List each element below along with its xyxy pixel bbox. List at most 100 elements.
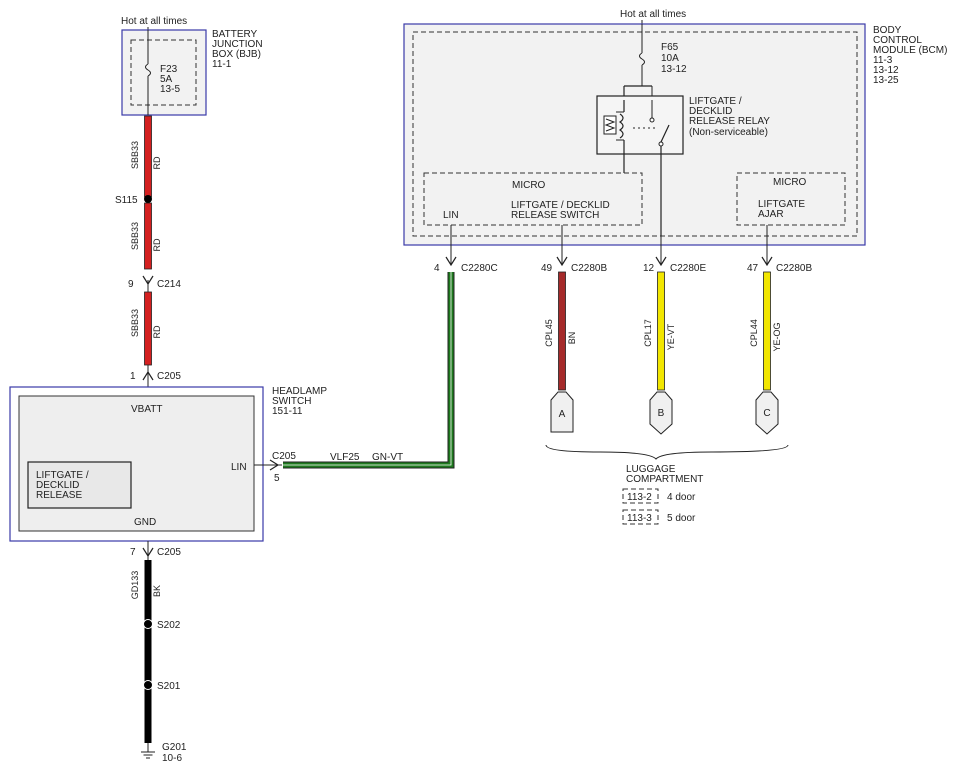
wire-cpl17-color: YE-VT — [666, 323, 676, 350]
splice-s115-label: S115 — [115, 195, 138, 206]
bcm-hot-label: Hot at all times — [620, 9, 686, 20]
connector-c2280c-label: C2280C — [461, 263, 498, 274]
wire-cpl45-circuit: CPL45 — [544, 319, 554, 347]
terminal-b: B — [649, 391, 673, 435]
connector-c2280b-47-label: C2280B — [776, 263, 812, 274]
headlamp-liftgate-release-label: LIFTGATE / DECKLID RELEASE — [36, 470, 89, 501]
connector-c2280e-label: C2280E — [670, 263, 706, 274]
headlamp-switch-title: HEADLAMP SWITCH 151-11 — [272, 386, 327, 417]
svg-text:CONTROL: CONTROL — [873, 35, 922, 46]
luggage-ref-4door-box — [622, 488, 659, 504]
ground-wire-circuit: GD133 — [130, 571, 140, 600]
lin-wire-circuit: VLF25 — [330, 452, 360, 463]
svg-text:13-25: 13-25 — [873, 75, 899, 86]
luggage-title: LUGGAGE COMPARTMENT — [626, 464, 703, 485]
bjb-hot-label: Hot at all times — [121, 16, 187, 27]
svg-text:JUNCTION: JUNCTION — [212, 39, 263, 50]
connector-c205-bottom-label: C205 — [157, 547, 181, 558]
terminal-a: A — [550, 391, 574, 433]
svg-text:LIFTGATE /: LIFTGATE / — [36, 470, 89, 481]
headlamp-gnd-label: GND — [134, 517, 156, 528]
connector-c205-right-pin: 5 — [274, 473, 280, 484]
relay-coil-icon — [603, 113, 624, 139]
luggage-brace — [545, 444, 789, 460]
bcm-lin-label: LIN — [443, 210, 459, 221]
svg-text:C: C — [763, 408, 770, 419]
bcm-release-switch-label: LIFTGATE / DECKLID RELEASE SWITCH — [511, 200, 610, 221]
fuse-f23-icon — [145, 63, 151, 77]
connector-c2280b-49-label: C2280B — [571, 263, 607, 274]
connector-c205-top-label: C205 — [157, 371, 181, 382]
connector-c205-right-label: C205 — [272, 451, 296, 462]
red-wire-sbb33 — [144, 115, 152, 366]
connector-c2280b-47-icon — [761, 256, 773, 267]
connector-c2280b-49-pin: 49 — [541, 263, 553, 274]
connector-c214-label: C214 — [157, 279, 181, 290]
ground-icon — [141, 743, 155, 759]
black-wire-gd133 — [144, 560, 152, 743]
fuse-f65-icon — [639, 52, 645, 66]
connector-c2280b-49-icon — [556, 256, 568, 267]
splice-s115 — [144, 195, 152, 203]
wire-seg1-color: RD — [152, 156, 162, 169]
bjb-title: BATTERY JUNCTION BOX (BJB) 11-1 — [212, 29, 263, 70]
ground-g201-label: G201 — [162, 742, 187, 753]
svg-text:LIFTGATE / DECKLID: LIFTGATE / DECKLID — [511, 200, 610, 211]
connector-c205-bottom-pin: 7 — [130, 547, 136, 558]
bjb-inner-dashed — [130, 39, 197, 106]
ground-wire-color: BK — [152, 585, 162, 597]
relay-switch-icon — [633, 100, 670, 236]
connector-c2280c: 4 C2280C — [434, 256, 498, 274]
connector-c2280b-47: 47 C2280B — [747, 256, 812, 274]
luggage-ref-4door[interactable]: 113-2 — [627, 492, 652, 503]
svg-text:SWITCH: SWITCH — [272, 396, 311, 407]
svg-text:(Non-serviceable): (Non-serviceable) — [689, 127, 768, 138]
wire-seg2-circuit: SBB33 — [130, 222, 140, 250]
splice-s201 — [143, 680, 153, 690]
headlamp-vbatt-label: VBATT — [131, 404, 162, 415]
fuse-f65-name: F65 — [661, 42, 679, 53]
svg-text:BATTERY: BATTERY — [212, 29, 258, 40]
wire-seg2-color: RD — [152, 238, 162, 251]
svg-text:13-12: 13-12 — [873, 65, 899, 76]
connector-c2280b-47-pin: 47 — [747, 263, 759, 274]
bjb-box — [121, 29, 207, 116]
svg-text:HEADLAMP: HEADLAMP — [272, 386, 327, 397]
svg-text:RELEASE: RELEASE — [36, 490, 82, 501]
svg-text:RELEASE RELAY: RELEASE RELAY — [689, 116, 770, 127]
fuse-f23-rating: 5A — [160, 74, 173, 85]
svg-text:LUGGAGE: LUGGAGE — [626, 464, 676, 475]
connector-c2280e-icon — [655, 256, 667, 267]
micro-left-box — [423, 172, 643, 226]
wire-seg3-color: RD — [152, 325, 162, 338]
svg-text:A: A — [559, 409, 566, 420]
luggage-ref-5door-box — [622, 509, 659, 525]
luggage-ref-5door[interactable]: 113-3 — [627, 513, 652, 524]
svg-text:151-11: 151-11 — [272, 406, 303, 417]
svg-text:LIFTGATE: LIFTGATE — [758, 199, 805, 210]
connector-c205-right-icon — [269, 459, 280, 471]
connector-c2280b-49: 49 C2280B — [541, 256, 607, 274]
fuse-f23-ref: 13-5 — [160, 84, 180, 95]
yellow-wire-cpl17 — [657, 271, 665, 391]
bcm-inner-dashed — [412, 31, 858, 237]
connector-c2280e-pin: 12 — [643, 263, 655, 274]
svg-text:LIFTGATE /: LIFTGATE / — [689, 96, 742, 107]
ground-g201-ref: 10-6 — [162, 753, 182, 764]
wire-seg1-circuit: SBB33 — [130, 141, 140, 169]
lin-wire-color: GN-VT — [372, 452, 403, 463]
yellow-wire-cpl44 — [763, 271, 771, 391]
wire-cpl17-circuit: CPL17 — [643, 319, 653, 347]
relay-title: LIFTGATE / DECKLID RELEASE RELAY (Non-se… — [689, 96, 770, 138]
wire-cpl44-color: YE-OG — [772, 322, 782, 351]
luggage-label-5door: 5 door — [667, 513, 696, 524]
svg-text:B: B — [658, 408, 665, 419]
micro-right-label: MICRO — [773, 177, 807, 188]
svg-text:11-1: 11-1 — [212, 59, 232, 70]
svg-text:11-3: 11-3 — [873, 55, 893, 66]
wire-cpl45-color: BN — [567, 332, 577, 345]
svg-text:BODY: BODY — [873, 25, 902, 36]
micro-left-label: MICRO — [512, 180, 546, 191]
headlamp-liftgate-release-box — [27, 461, 132, 509]
connector-c214-pin: 9 — [128, 279, 134, 290]
